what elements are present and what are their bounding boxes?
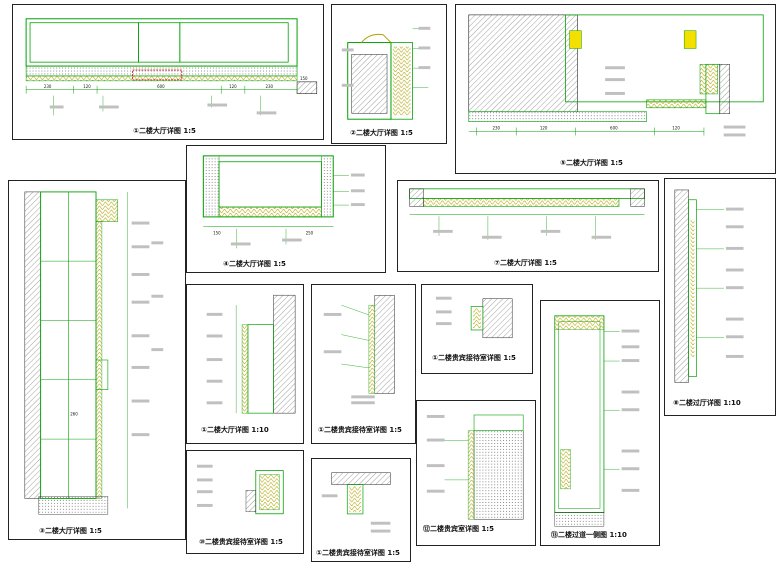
dim-label: 120 — [229, 84, 237, 89]
drawing-12 — [321, 472, 391, 533]
sheet-title: ①二楼大厅详图 1:5 — [133, 126, 196, 136]
dim-label: 150 — [300, 76, 308, 81]
dim-label: 600 — [157, 84, 165, 89]
detail-sheet-13: ⑫二楼贵宾室详图 1:5 — [416, 400, 536, 546]
drawing-14 — [554, 315, 640, 527]
sheet-title: ①二楼贵宾接待室详图 1:5 — [432, 354, 516, 362]
sheet-scale: 1:5 — [183, 127, 196, 135]
drawing-8 — [323, 295, 395, 405]
sheet-title: ⑬二楼过道一侧图 1:10 — [551, 531, 627, 539]
sheet-title: ⑤二楼大厅详图 1:5 — [560, 159, 623, 167]
detail-sheet-1: 230 120 600 120 230 150 ①二楼大厅详图 1:5 — [12, 4, 324, 140]
drawing-2 — [341, 26, 431, 120]
sheet-title: ⑦二楼大厅详图 1:5 — [494, 259, 557, 267]
svg-text:120: 120 — [672, 126, 680, 131]
sheet-title: ③二楼大厅详图 1:5 — [39, 527, 102, 535]
detail-sheet-12: ①二楼贵宾接待室详图 1:5 — [311, 458, 411, 562]
dim-label: 230 — [44, 84, 52, 89]
sheet-title: ⑫二楼贵宾室详图 1:5 — [423, 525, 494, 533]
svg-text:260: 260 — [70, 411, 78, 416]
drawing-5 — [409, 188, 645, 240]
detail-sheet-2: ②二楼大厅详图 1:5 — [331, 4, 447, 144]
sheet-title: ②二楼大厅详图 1:5 — [350, 129, 413, 137]
detail-sheet-11: ⑩二楼贵宾接待室详图 1:5 — [186, 450, 304, 554]
detail-sheet-6: 260 ③二楼大厅详图 1:5 — [8, 180, 186, 540]
detail-sheet-10: ⑧二楼过厅详图 1:10 — [664, 178, 776, 416]
sheet-title: ①二楼贵宾接待室详图 1:5 — [318, 426, 402, 434]
svg-text:600: 600 — [610, 126, 618, 131]
drawing-10 — [674, 189, 744, 383]
drawing-9 — [435, 296, 513, 339]
drawing-13 — [426, 414, 524, 520]
detail-sheet-7: ①二楼大厅详图 1:10 — [186, 284, 304, 444]
sheet-title: ⑧二楼过厅详图 1:10 — [673, 399, 741, 407]
detail-sheet-14: ⑬二楼过道一侧图 1:10 — [540, 300, 660, 546]
detail-sheet-4: 150 250 ④二楼大厅详图 1:5 — [186, 145, 386, 273]
sheet-title: ①二楼贵宾接待室详图 1:5 — [316, 549, 400, 557]
detail-sheet-8: ①二楼贵宾接待室详图 1:5 — [311, 284, 416, 444]
drawing-4: 150 250 — [202, 155, 365, 249]
dim-label: 230 — [266, 84, 274, 89]
detail-sheet-5: ⑦二楼大厅详图 1:5 — [397, 180, 659, 272]
svg-text:150: 150 — [213, 231, 221, 236]
svg-text:250: 250 — [306, 231, 314, 236]
sheet-title: ⑩二楼贵宾接待室详图 1:5 — [199, 538, 283, 546]
sheet-title: ①二楼大厅详图 1:10 — [201, 426, 269, 434]
sheet-number: ① — [133, 127, 139, 135]
dim-label: 120 — [83, 84, 91, 89]
drawing-1: 230 120 600 120 230 150 — [25, 18, 318, 116]
svg-text:230: 230 — [492, 126, 500, 131]
drawing-3: 230 120 600 120 — [468, 14, 764, 137]
drawing-7 — [206, 294, 296, 414]
svg-text:120: 120 — [540, 126, 548, 131]
drawing-11 — [196, 464, 284, 515]
detail-sheet-3: 230 120 600 120 ⑤二楼大厅详图 1:5 — [455, 4, 776, 174]
sheet-title-text: 二楼大厅详图 — [138, 127, 181, 135]
drawing-6: 260 — [24, 191, 164, 515]
detail-sheet-9: ①二楼贵宾接待室详图 1:5 — [421, 284, 533, 374]
sheet-title: ④二楼大厅详图 1:5 — [223, 260, 286, 268]
